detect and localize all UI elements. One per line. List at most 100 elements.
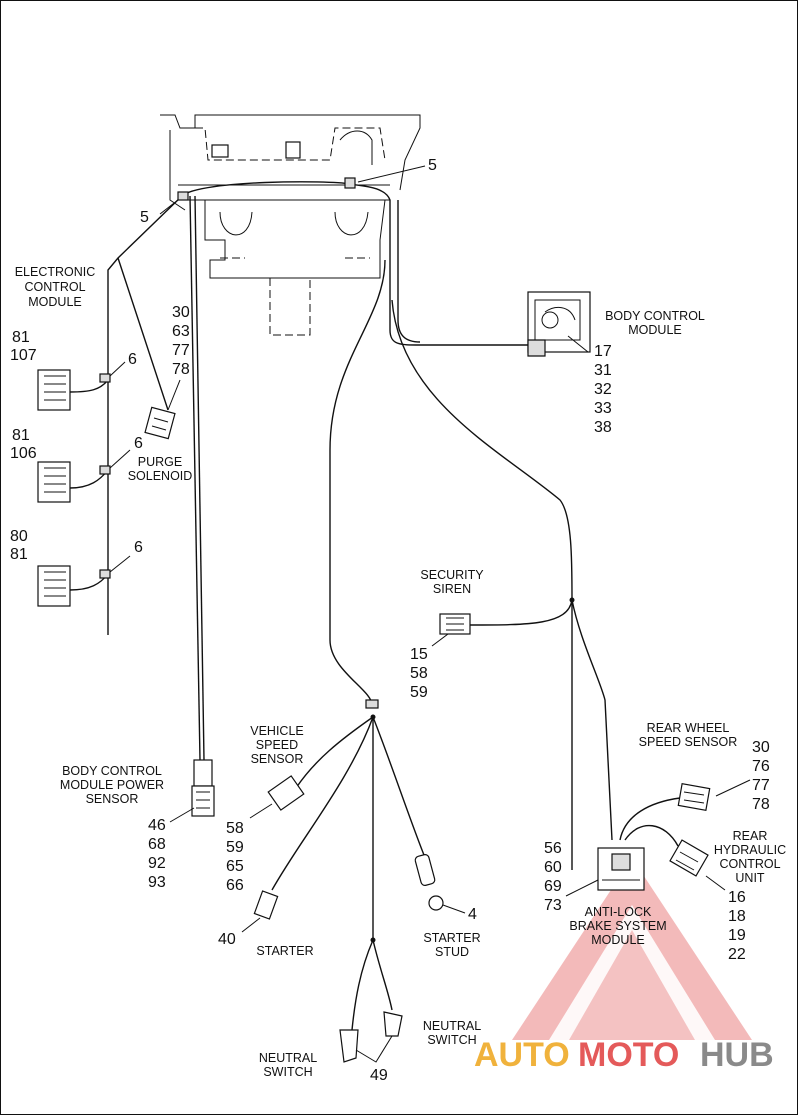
svg-text:58: 58 [410,665,428,682]
svg-text:UNIT: UNIT [735,871,765,885]
svg-text:PURGE: PURGE [138,455,182,469]
svg-text:MODULE: MODULE [628,323,681,337]
svg-text:59: 59 [226,839,244,856]
svg-text:SWITCH: SWITCH [427,1033,476,1047]
svg-text:17: 17 [594,343,612,360]
svg-text:59: 59 [410,684,428,701]
ecm-label-1: ELECTRONIC [15,265,96,279]
svg-text:AUTO: AUTO [474,1036,570,1074]
svg-text:69: 69 [544,878,562,895]
svg-text:66: 66 [226,877,244,894]
ecm-label-2: CONTROL [24,280,85,294]
clip-top-right: 5 [344,157,437,189]
svg-text:CONTROL: CONTROL [719,857,780,871]
clip-6-b: 6 [134,435,143,452]
svg-text:SOLENOID: SOLENOID [128,469,193,483]
svg-text:65: 65 [226,858,244,875]
ecm-label-3: MODULE [28,295,81,309]
neutral-switch: 49 NEUTRAL SWITCH NEUTRAL SWITCH [259,1011,481,1084]
svg-text:ANTI-LOCK: ANTI-LOCK [585,905,652,919]
clip-top-left: 5 [140,191,189,226]
svg-text:40: 40 [218,931,236,948]
body-control-module: BODY CONTROL MODULE 17 31 32 33 38 [527,291,705,436]
svg-text:78: 78 [752,796,770,813]
svg-text:SIREN: SIREN [433,582,471,596]
central-junction [271,699,425,1031]
ecm-connector-3: 80 81 6 [10,528,143,607]
svg-text:BODY CONTROL: BODY CONTROL [605,309,705,323]
svg-text:5: 5 [428,157,437,174]
svg-text:33: 33 [594,400,612,417]
svg-text:60: 60 [544,859,562,876]
svg-text:STARTER: STARTER [423,931,480,945]
rear-hydraulic-control-unit: REAR HYDRAULIC CONTROL UNIT 16 18 19 22 [624,824,786,963]
svg-text:MODULE POWER: MODULE POWER [60,778,164,792]
svg-text:93: 93 [148,874,166,891]
svg-text:63: 63 [172,323,190,340]
svg-text:19: 19 [728,927,746,944]
abs-module: 56 60 69 73 ANTI-LOCK BRAKE SYSTEM MODUL… [544,840,667,947]
svg-text:SPEED: SPEED [256,738,298,752]
svg-text:76: 76 [752,758,770,775]
vehicle-speed-sensor: VEHICLE SPEED SENSOR 58 59 65 66 [226,724,305,894]
svg-text:SENSOR: SENSOR [251,752,304,766]
svg-text:SENSOR: SENSOR [86,792,139,806]
svg-text:HUB: HUB [700,1036,774,1074]
purge-solenoid: 30 63 77 78 PURGE SOLENOID [128,304,193,483]
svg-text:77: 77 [172,342,190,359]
svg-text:77: 77 [752,777,770,794]
svg-text:STUD: STUD [435,945,469,959]
clip-6-a: 6 [128,351,137,368]
svg-text:106: 106 [10,445,37,462]
svg-text:SWITCH: SWITCH [263,1065,312,1079]
ecm-connector-1: 81 107 6 [10,329,137,411]
main-harness [107,181,613,870]
svg-text:HYDRAULIC: HYDRAULIC [714,843,786,857]
security-siren: SECURITY SIREN 15 58 59 [410,568,575,701]
svg-text:30: 30 [752,739,770,756]
svg-text:46: 46 [148,817,166,834]
svg-text:38: 38 [594,419,612,436]
ecm-connector-2: 81 106 6 [10,427,143,503]
svg-text:32: 32 [594,381,612,398]
starter-stud: 4 STARTER STUD [414,853,481,959]
svg-text:22: 22 [728,946,746,963]
svg-text:81: 81 [10,546,28,563]
svg-text:MOTO: MOTO [578,1036,679,1074]
svg-text:56: 56 [544,840,562,857]
frame-drawing [160,114,421,336]
svg-text:15: 15 [410,646,428,663]
svg-text:73: 73 [544,897,562,914]
svg-text:VEHICLE: VEHICLE [250,724,304,738]
svg-text:BRAKE SYSTEM: BRAKE SYSTEM [569,919,666,933]
svg-text:107: 107 [10,347,37,364]
starter-connector: 40 STARTER [218,890,314,958]
svg-text:68: 68 [148,836,166,853]
svg-text:REAR: REAR [733,829,768,843]
rear-wheel-speed-sensor: REAR WHEEL SPEED SENSOR 30 76 77 78 [619,721,770,841]
svg-text:STARTER: STARTER [256,944,313,958]
svg-text:NEUTRAL: NEUTRAL [259,1051,317,1065]
svg-text:30: 30 [172,304,190,321]
svg-text:18: 18 [728,908,746,925]
watermark-logo [512,858,752,1040]
clip-6-c: 6 [134,539,143,556]
svg-text:78: 78 [172,361,190,378]
svg-text:80: 80 [10,528,28,545]
svg-text:REAR WHEEL: REAR WHEEL [647,721,730,735]
svg-text:SPEED SENSOR: SPEED SENSOR [639,735,738,749]
svg-text:BODY CONTROL: BODY CONTROL [62,764,162,778]
svg-text:81: 81 [12,329,30,346]
bcm-power-sensor: BODY CONTROL MODULE POWER SENSOR 46 68 9… [60,759,215,891]
svg-text:16: 16 [728,889,746,906]
watermark-text: AUTO MOTO HUB [474,1036,774,1074]
svg-text:92: 92 [148,855,166,872]
svg-text:4: 4 [468,906,477,923]
svg-text:31: 31 [594,362,612,379]
svg-text:81: 81 [12,427,30,444]
svg-text:SECURITY: SECURITY [420,568,484,582]
svg-text:MODULE: MODULE [591,933,644,947]
svg-text:58: 58 [226,820,244,837]
